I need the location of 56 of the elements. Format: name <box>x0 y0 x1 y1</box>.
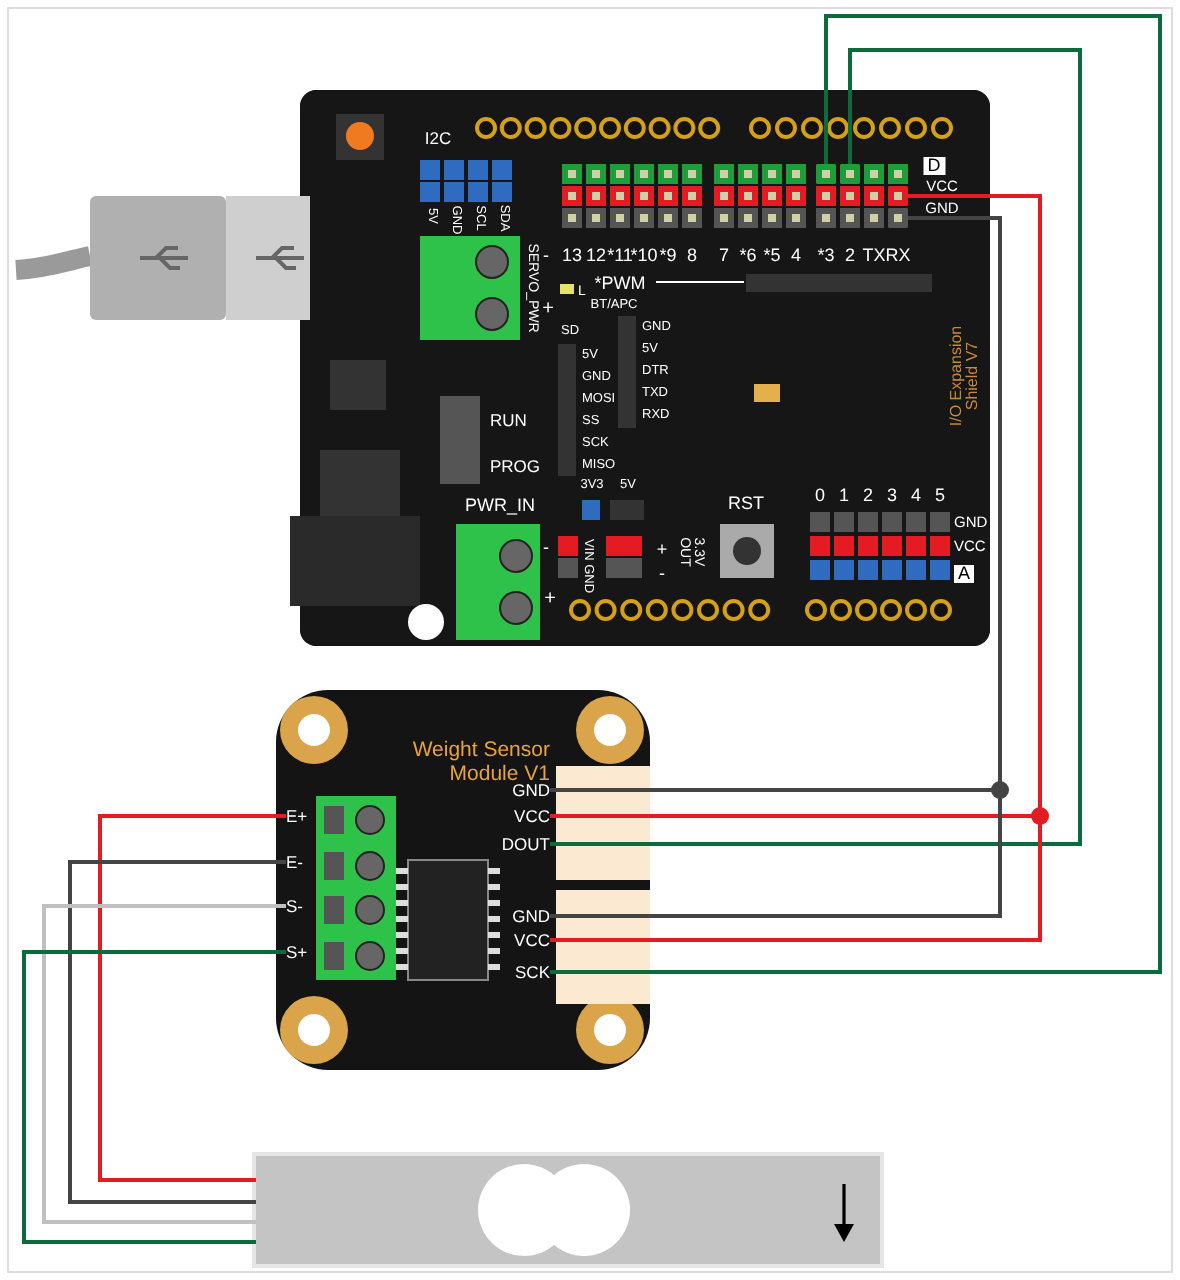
silkscreen-label: *6 <box>739 247 757 265</box>
wire <box>22 950 286 1244</box>
silkscreen-label: 4 <box>791 247 801 265</box>
silkscreen-label: 1 <box>839 487 849 505</box>
silkscreen-label: *PWM <box>594 275 646 293</box>
silkscreen-label: PROG <box>490 457 541 475</box>
wire <box>98 814 286 1182</box>
silkscreen-label: I2C <box>424 129 452 147</box>
header-tag: A <box>954 565 974 583</box>
silkscreen-label: TX <box>862 247 886 265</box>
header-tag: D <box>923 157 945 175</box>
wire <box>550 48 1082 846</box>
silkscreen-label: 8 <box>687 247 697 265</box>
pin-label: DOUT <box>501 832 550 856</box>
pin-label: S- <box>286 894 303 918</box>
pin-label: VCC <box>514 804 550 828</box>
silkscreen-label: 12 <box>586 247 606 265</box>
silkscreen-label: 2 <box>845 247 855 265</box>
silkscreen-label: + <box>656 541 668 559</box>
silkscreen-label: + <box>542 300 554 320</box>
silkscreen-label: 7 <box>719 247 729 265</box>
pin-label: GND <box>512 904 550 928</box>
silkscreen-label: RX <box>885 247 911 265</box>
header-pin <box>816 164 836 184</box>
pin-label: S+ <box>286 940 308 964</box>
pin-label: VCC <box>514 928 550 952</box>
pin-label: E- <box>286 850 303 874</box>
silkscreen-label: PWR_IN <box>465 497 535 515</box>
silkscreen-label: 0 <box>815 487 825 505</box>
pin-label: SCK <box>515 960 550 984</box>
load-cell <box>256 1156 880 1264</box>
silkscreen-label: - <box>543 539 549 557</box>
silkscreen-label: 2 <box>863 487 873 505</box>
header-pin <box>888 208 908 228</box>
silkscreen-label: *5 <box>763 247 781 265</box>
silkscreen-label: *9 <box>659 247 677 265</box>
silkscreen-label: RUN <box>490 411 527 429</box>
silkscreen-label: *3 <box>817 247 835 265</box>
silkscreen-label: 13 <box>562 247 582 265</box>
silkscreen-label: - <box>659 565 665 583</box>
header-pin <box>840 164 860 184</box>
sensor-module <box>276 690 650 1070</box>
silkscreen-label: *11 <box>607 247 633 265</box>
silkscreen-label: *10 <box>630 247 658 265</box>
silkscreen-label: RST <box>728 495 764 513</box>
silkscreen-label: 4 <box>911 487 921 505</box>
silkscreen-label: 3 <box>887 487 897 505</box>
wire <box>550 14 1162 974</box>
silkscreen-label: + <box>544 590 556 610</box>
board-name: I/O Expansion Shield V7 <box>949 323 983 431</box>
silkscreen-label: - <box>543 247 549 265</box>
wire <box>42 904 286 1224</box>
header-pin <box>888 186 908 206</box>
silkscreen-label: 5 <box>935 487 945 505</box>
pin-label: E+ <box>286 804 308 828</box>
wire <box>68 860 286 1204</box>
